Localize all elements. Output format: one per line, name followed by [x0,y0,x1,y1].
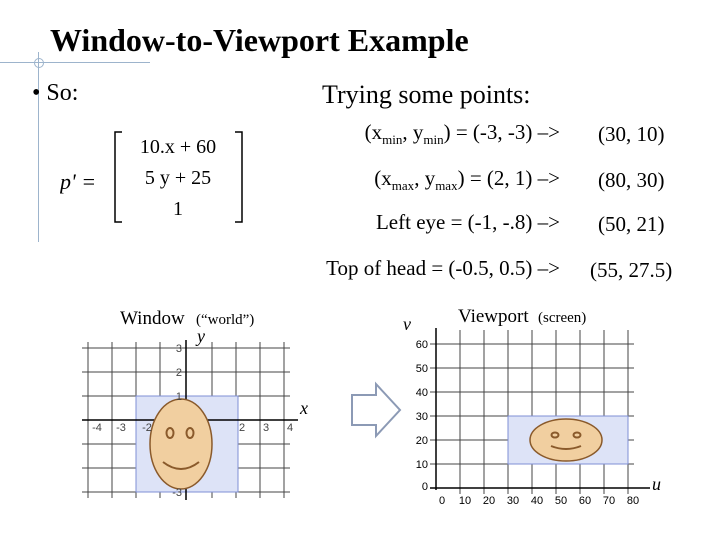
svg-text:2: 2 [176,367,182,379]
svg-text:20: 20 [416,435,428,447]
window-face-mouth [162,461,200,470]
matrix-row-2: 5 y + 25 [145,167,211,189]
svg-text:10: 10 [459,495,471,507]
svg-text:70: 70 [603,495,615,507]
svg-text:1: 1 [176,391,182,403]
matrix-left-bracket [114,131,122,223]
slide-title: Window-to-Viewport Example [50,22,469,58]
svg-text:-2: -2 [142,422,152,434]
svg-text:-3: -3 [116,422,126,434]
matrix-lhs: p' = [60,169,96,194]
matrix-right-bracket [235,131,243,223]
viewport-v-axis-label: v [403,314,411,334]
point-mapping-4-lhs: Top of head = (-0.5, 0.5) –> [326,256,560,280]
svg-text:0: 0 [422,481,428,493]
svg-text:0: 0 [439,495,445,507]
viewport-label: Viewport [458,306,529,327]
svg-text:-3: -3 [172,487,182,499]
viewport-label-sub: (screen) [538,310,586,326]
svg-text:20: 20 [483,495,495,507]
svg-text:60: 60 [416,339,428,351]
svg-text:50: 50 [555,495,567,507]
matrix-equation: p' = 10.x + 60 5 y + 25 1 [60,131,243,223]
svg-text:2: 2 [239,422,245,434]
window-label: Window [120,308,185,329]
svg-text:-4: -4 [92,422,102,434]
decorative-line-horizontal [0,62,150,63]
point-mapping-2-lhs: (xmax, ymax) = (2, 1) –> [374,166,560,194]
svg-text:3: 3 [263,422,269,434]
viewport-face-mouth [550,445,582,450]
viewport-face-left-eye [550,431,560,439]
svg-text:60: 60 [579,495,591,507]
window-viewport-diagram: Window (“world”) y x -4 -3 -2 2 3 4 3 2 … [82,306,661,507]
matrix-row-3: 1 [173,198,183,220]
svg-text:4: 4 [287,422,293,434]
svg-text:50: 50 [416,363,428,375]
window-label-sub: (“world”) [196,312,254,328]
point-mapping-4-rhs: (55, 27.5) [590,258,673,282]
matrix-row-1: 10.x + 60 [140,136,216,158]
svg-text:3: 3 [176,343,182,355]
svg-text:10: 10 [416,459,428,471]
viewport-face-right-eye [572,431,582,439]
window-ticks: -4 -3 -2 2 3 4 3 2 1 -3 [92,343,293,499]
viewport-u-axis-label: u [652,474,661,494]
svg-text:80: 80 [627,495,639,507]
viewport-face [529,418,603,462]
bullet-text: • So: [32,80,79,106]
viewport-grid [430,330,634,494]
decorative-circle [34,58,44,68]
point-mapping-2-rhs: (80, 30) [598,168,665,192]
subheading: Trying some points: [322,80,531,109]
decorative-line-vertical [38,52,39,242]
transform-arrow [351,381,402,439]
window-face-right-eye [185,427,195,439]
viewport-ticks: 60 50 40 30 20 10 0 0 10 20 30 40 50 60 … [416,339,639,507]
svg-text:30: 30 [416,411,428,423]
point-mapping-1-lhs: (xmin, ymin) = (-3, -3) –> [364,120,560,148]
window-y-axis-label: y [195,326,205,346]
window-face [149,398,213,490]
svg-text:30: 30 [507,495,519,507]
window-x-axis-label: x [299,398,308,418]
point-mapping-3-lhs: Left eye = (-1, -.8) –> [375,210,560,234]
point-mapping-3-rhs: (50, 21) [598,212,665,236]
svg-text:40: 40 [531,495,543,507]
window-face-left-eye [165,427,175,439]
svg-text:40: 40 [416,387,428,399]
point-mapping-1-rhs: (30, 10) [598,122,665,146]
